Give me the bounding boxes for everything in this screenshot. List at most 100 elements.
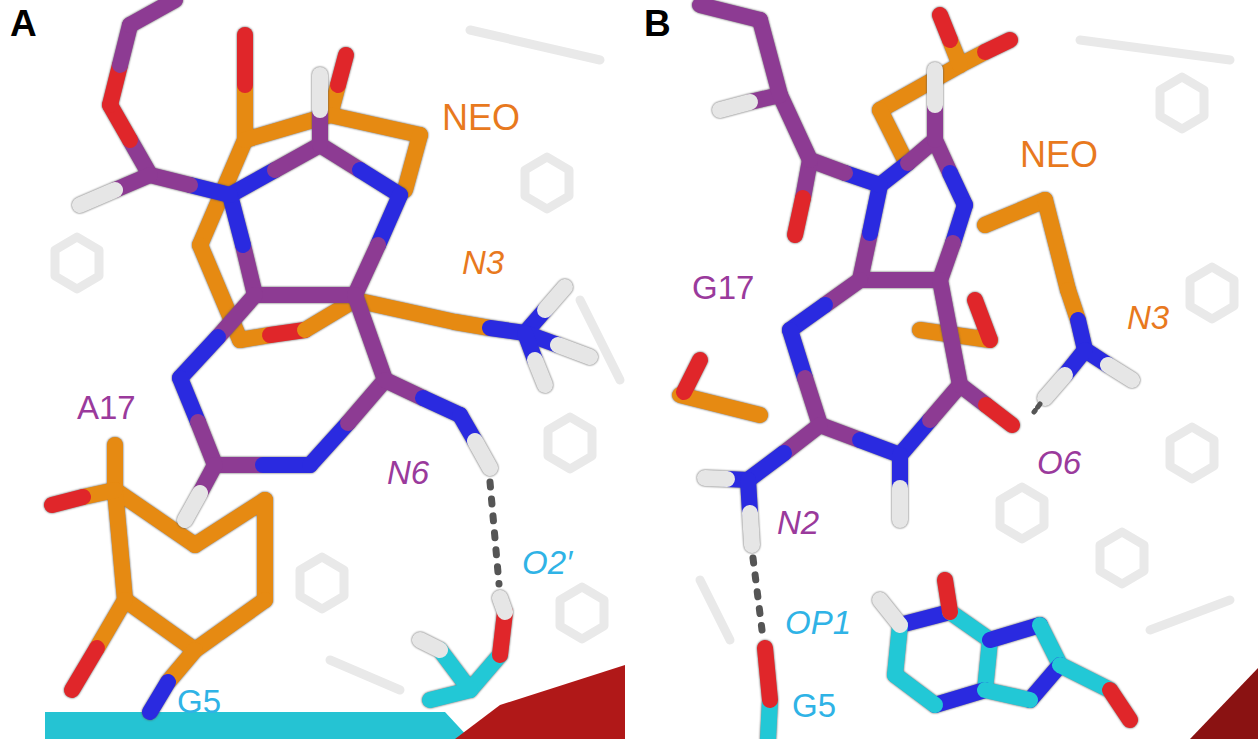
stick-bond [195,600,265,650]
stick-bond [257,500,273,600]
stick-bond [312,75,328,110]
stick-bond [338,55,346,85]
g5-sticks [765,580,1130,739]
neomycin-sticks [680,15,1132,415]
stick-bond [150,682,168,712]
stick-bond [1100,532,1144,584]
stick-bond [1190,267,1234,319]
stick-bond [880,65,960,110]
stick-bond [720,102,750,110]
residue-label: G5 [175,684,223,720]
stick-bond [750,513,752,545]
stick-bond [945,580,950,612]
stick-bond [985,690,1030,700]
stick-bond [1160,77,1204,129]
atom-label: N6 [385,455,431,491]
stick-bond [548,417,592,469]
stick-bond [470,30,600,60]
stick-bond [378,195,400,245]
stick-bond [880,110,905,160]
stick-bond [1170,427,1214,479]
stick-bond [1110,690,1130,720]
panel-letter: B [642,4,673,45]
atom-label: N3 [460,245,506,281]
panel-letter: A [8,4,39,45]
stick-bond [97,600,125,648]
stick-bond [795,198,803,235]
stick-bond [52,497,83,505]
stick-bond [475,441,490,468]
stick-bond [975,300,990,340]
stick-bond [45,712,470,739]
stick-bond [684,360,700,392]
stick-bond [330,115,420,135]
background-sticks [55,30,1234,690]
residue-label: A17 [75,390,138,426]
stick-bond [580,300,620,380]
stick-bond [55,237,99,289]
stick-bond [125,600,195,650]
stick-bond [80,190,115,205]
stick-bond [700,5,760,20]
stick-bond [560,587,604,639]
stick-bond [680,395,760,415]
atom-label: O2′ [520,545,574,581]
stick-bond [500,598,505,612]
stick-bond [760,20,780,95]
stick-bond [237,35,253,85]
stick-bond [348,380,385,423]
hydrogen-bond [753,558,762,630]
hydrogen-bond [1034,404,1040,412]
stick-bond [72,648,97,690]
stick-bond [420,640,440,650]
stick-bond [310,423,348,465]
stick-bond [405,135,420,190]
stick-bond [985,40,1010,52]
stick-bond [558,345,590,357]
stick-bond [986,405,1012,425]
stick-bond [1108,365,1132,380]
stick-bond [355,245,378,295]
stick-bond [860,272,940,288]
stick-bond [780,95,810,160]
stick-bond [330,660,400,690]
stick-bond [115,490,125,600]
stick-bond [940,15,950,40]
rna-backbone-ribbon [45,665,1258,739]
stick-bond [940,280,960,385]
stick-bond [1190,668,1258,739]
stick-bond [1045,200,1068,290]
stick-bond [195,500,265,545]
stick-bond [700,580,730,640]
stick-bond [705,478,727,479]
residue-label: G17 [690,270,756,306]
stick-bond [927,70,943,105]
stick-bond [130,0,175,25]
stick-bond [765,648,770,700]
stick-bond [305,300,355,330]
stick-bond [880,600,900,625]
stick-bond [180,337,218,378]
stick-bond [1000,487,1044,539]
stick-bond [355,295,385,380]
stick-bond [535,360,545,385]
stick-bond [985,200,1045,225]
atom-label: N3 [1125,300,1171,336]
molecule-label: NEO [1018,135,1100,175]
neomycin-sticks [52,35,590,712]
atom-label: N2 [775,505,821,541]
stick-bond [525,157,569,209]
g5-sticks [420,598,505,700]
stick-bond [1045,375,1065,398]
stick-bond [300,557,344,609]
stick-bond [1150,600,1230,630]
residue-label: G5 [790,688,838,724]
stick-bond [1060,665,1110,690]
stick-bond [892,488,908,520]
molecule-label: NEO [440,98,522,138]
hydrogen-bond [490,482,499,584]
stick-bond [255,287,355,303]
